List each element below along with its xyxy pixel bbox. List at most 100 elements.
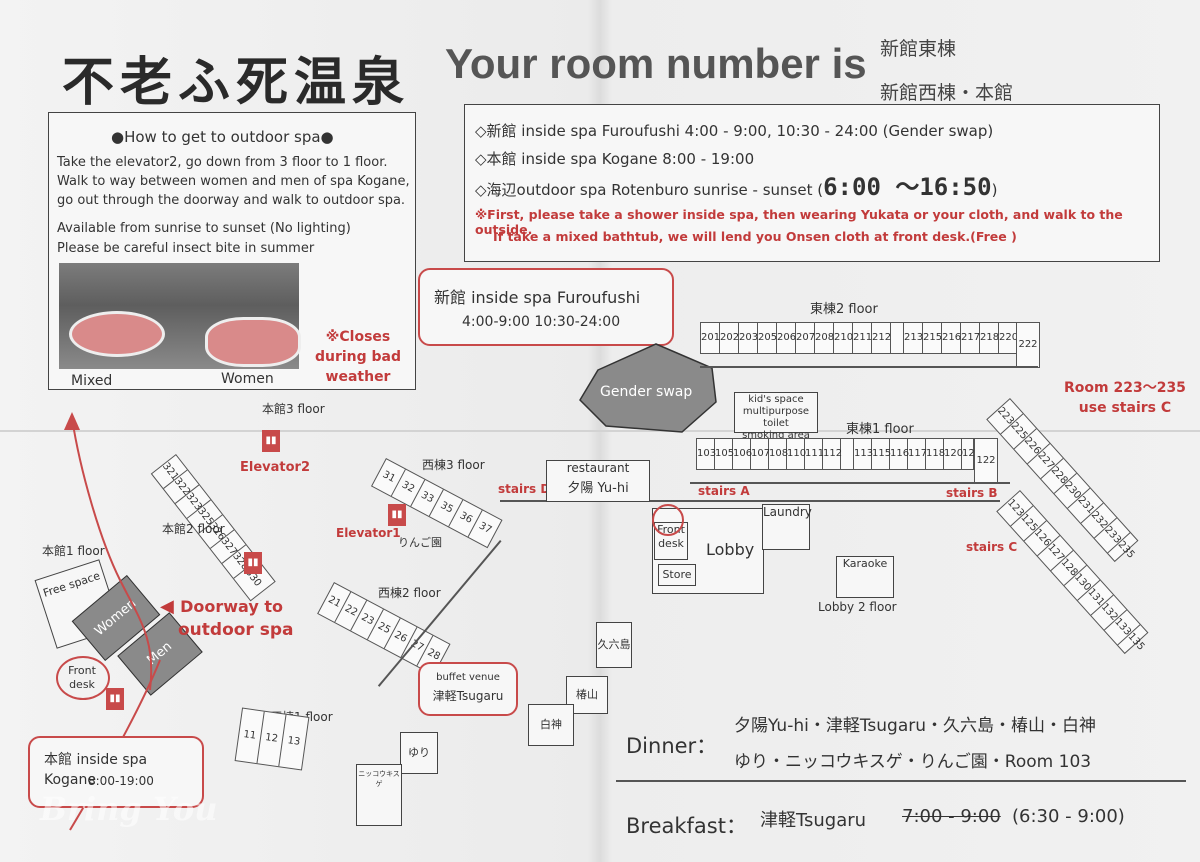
hotel-logo: 不老ふ死温泉: [62, 52, 411, 113]
use-stairs-c-label: use stairs C: [1078, 400, 1172, 416]
shirakami-room: 白神: [528, 704, 574, 746]
doorway-label: ◀ Doorway to: [160, 596, 283, 617]
elevator1-icon: ▮▮: [388, 504, 406, 526]
room-cell: 210: [834, 323, 853, 353]
dinner-venues-line: 夕陽Yu-hi・津軽Tsugaru・久六島・椿山・白神: [734, 716, 1097, 736]
honkan2-floor-label: 本館2 floor: [162, 522, 225, 536]
paper-crease: [0, 430, 1200, 432]
honkan-front-desk-circle: [56, 656, 110, 700]
mp-toilet-label: multipurpose toilet: [742, 406, 810, 429]
room-cell: 208: [815, 323, 834, 353]
room-cell: 213: [903, 323, 923, 353]
kogane-hours: 8:00-19:00: [88, 774, 154, 788]
spa-info-box: ◇新館 inside spa Furoufushi 4:00 - 9:00, 1…: [464, 104, 1160, 262]
route-arrow-head-icon: [64, 412, 80, 430]
room-cell: 117: [908, 439, 927, 469]
spa-furoufushi-hours: ◇新館 inside spa Furoufushi 4:00 - 9:00, 1…: [475, 122, 994, 140]
handwritten-time: 6:00 ～16:50: [823, 173, 992, 201]
women-label: Women: [221, 371, 274, 387]
room-cell: 112: [823, 439, 842, 469]
closes-bad-weather: ※Closes during bad weather: [314, 329, 402, 385]
building-west-main-label: 新館西棟・本館: [880, 82, 1014, 104]
breakfast-old-time: 7:00 - 9:00: [902, 806, 1001, 827]
east2-corridor-wall: [700, 366, 1038, 368]
gender-swap-shape: [579, 343, 717, 433]
breakfast-venue: 津軽Tsugaru: [760, 810, 867, 831]
stairs-c-label: stairs C: [966, 540, 1018, 554]
honkan-front-desk: Front desk: [68, 664, 96, 691]
elevator1-label: Elevator1: [336, 526, 401, 540]
kids-space-label: kid's space: [748, 394, 804, 405]
room-cell: 105: [715, 439, 734, 469]
main-corridor-wall: [500, 500, 1000, 502]
room-cell: 203: [739, 323, 758, 353]
west2-floor-label: 西棟2 floor: [378, 586, 441, 600]
room-cell: 106: [733, 439, 752, 469]
yuhi-label: 夕陽 Yu-hi: [567, 481, 629, 496]
room-cell: 118: [926, 439, 945, 469]
kyuroku-room: 久六島: [596, 622, 632, 668]
nikko-room: ニッコウキスゲ: [356, 764, 402, 826]
yuri-room: ゆり: [400, 732, 438, 774]
room-cell: 205: [758, 323, 777, 353]
east1-corridor-wall: [690, 482, 1010, 484]
buffet-tsugaru-box: buffet venue 津軽Tsugaru: [418, 662, 518, 716]
women-bath-pool: [205, 317, 301, 367]
mixed-bath-pool: [69, 311, 165, 357]
route-line: [71, 417, 153, 691]
east1-rooms-row: 103 105 106 107 108 110 111 112 113 115 …: [696, 438, 981, 470]
elevator-honkan1-icon: ▮▮: [106, 688, 124, 710]
insect-note: Please be careful insect bite in summer: [57, 241, 315, 256]
room-cell: 216: [942, 323, 961, 353]
shower-warning: ※First, please take a shower inside spa,…: [475, 207, 1123, 237]
room-number-headline: Your room number is: [445, 40, 867, 87]
room-cell: 113: [853, 439, 873, 469]
laundry-label: Laundry: [763, 505, 812, 519]
store: Store: [658, 564, 696, 586]
outdoor-spa-label: outdoor spa: [178, 620, 294, 640]
room-cell: 202: [720, 323, 739, 353]
stairs-b-label: stairs B: [946, 486, 998, 500]
kids-toilet-smoking-box: kid's space multipurpose toilet smoking …: [734, 392, 818, 441]
furoufushi-hours: 4:00-9:00 10:30-24:00: [462, 314, 621, 330]
ringoen-label: りんご園: [398, 536, 442, 549]
kogane-title: 本館 inside spa Kogane: [44, 752, 148, 788]
east1-floor-label: 東棟1 floor: [846, 422, 914, 437]
honkan3-floor-label: 本館3 floor: [262, 402, 325, 416]
room-cell: 110: [787, 439, 806, 469]
direction-line: Walk to way between women and men of spa…: [57, 174, 410, 189]
lobby-label: Lobby: [706, 540, 755, 559]
restaurant-yuhi: restaurant 夕陽 Yu-hi: [546, 460, 650, 502]
room-cell: 212: [872, 323, 891, 353]
kogane-spa-box: 本館 inside spa Kogane 8:00-19:00: [28, 736, 204, 808]
room-range-label: Room 223～235: [1064, 380, 1186, 396]
room-cell: 211: [853, 323, 872, 353]
elevator2-label: Elevator2: [240, 460, 311, 475]
mixed-label: Mixed: [71, 373, 113, 389]
breakfast-label: Breakfast：: [626, 814, 747, 838]
furoufushi-title: 新館 inside spa Furoufushi: [434, 288, 641, 307]
outdoor-spa-photo: [59, 263, 301, 369]
elevator2-icon: ▮▮: [262, 430, 280, 452]
outdoor-spa-box: ●How to get to outdoor spa● Take the ele…: [48, 112, 416, 390]
room-222: 222: [1016, 322, 1040, 368]
breakfast-new-time: (6:30 - 9:00): [1012, 806, 1125, 827]
building-east-label: 新館東棟: [880, 38, 957, 60]
gender-swap-label: Gender swap: [600, 384, 693, 400]
room-223-235-note: Room 223～235 use stairs C: [1064, 378, 1186, 418]
room-cell: 108: [769, 439, 788, 469]
direction-line: go out through the doorway and walk to o…: [57, 193, 406, 208]
dinner-venues-line: ゆり・ニッコウキスゲ・りんご園・Room 103: [734, 752, 1092, 772]
room-cell: 206: [777, 323, 796, 353]
west3-floor-label: 西棟3 floor: [422, 458, 485, 472]
closing-paren: ): [991, 181, 998, 199]
room-122: 122: [974, 438, 998, 484]
meals-divider: [616, 780, 1186, 782]
front-desk-circle-mark: [652, 504, 684, 536]
restaurant-label: restaurant: [566, 461, 630, 475]
room-cell: 115: [872, 439, 891, 469]
room-cell: 103: [697, 439, 716, 469]
onsen-cloth-note: If take a mixed bathtub, we will lend yo…: [493, 229, 1017, 244]
smoking-area-label: smoking area: [742, 430, 810, 441]
elevator-honkan-icon: ▮▮: [244, 552, 262, 574]
